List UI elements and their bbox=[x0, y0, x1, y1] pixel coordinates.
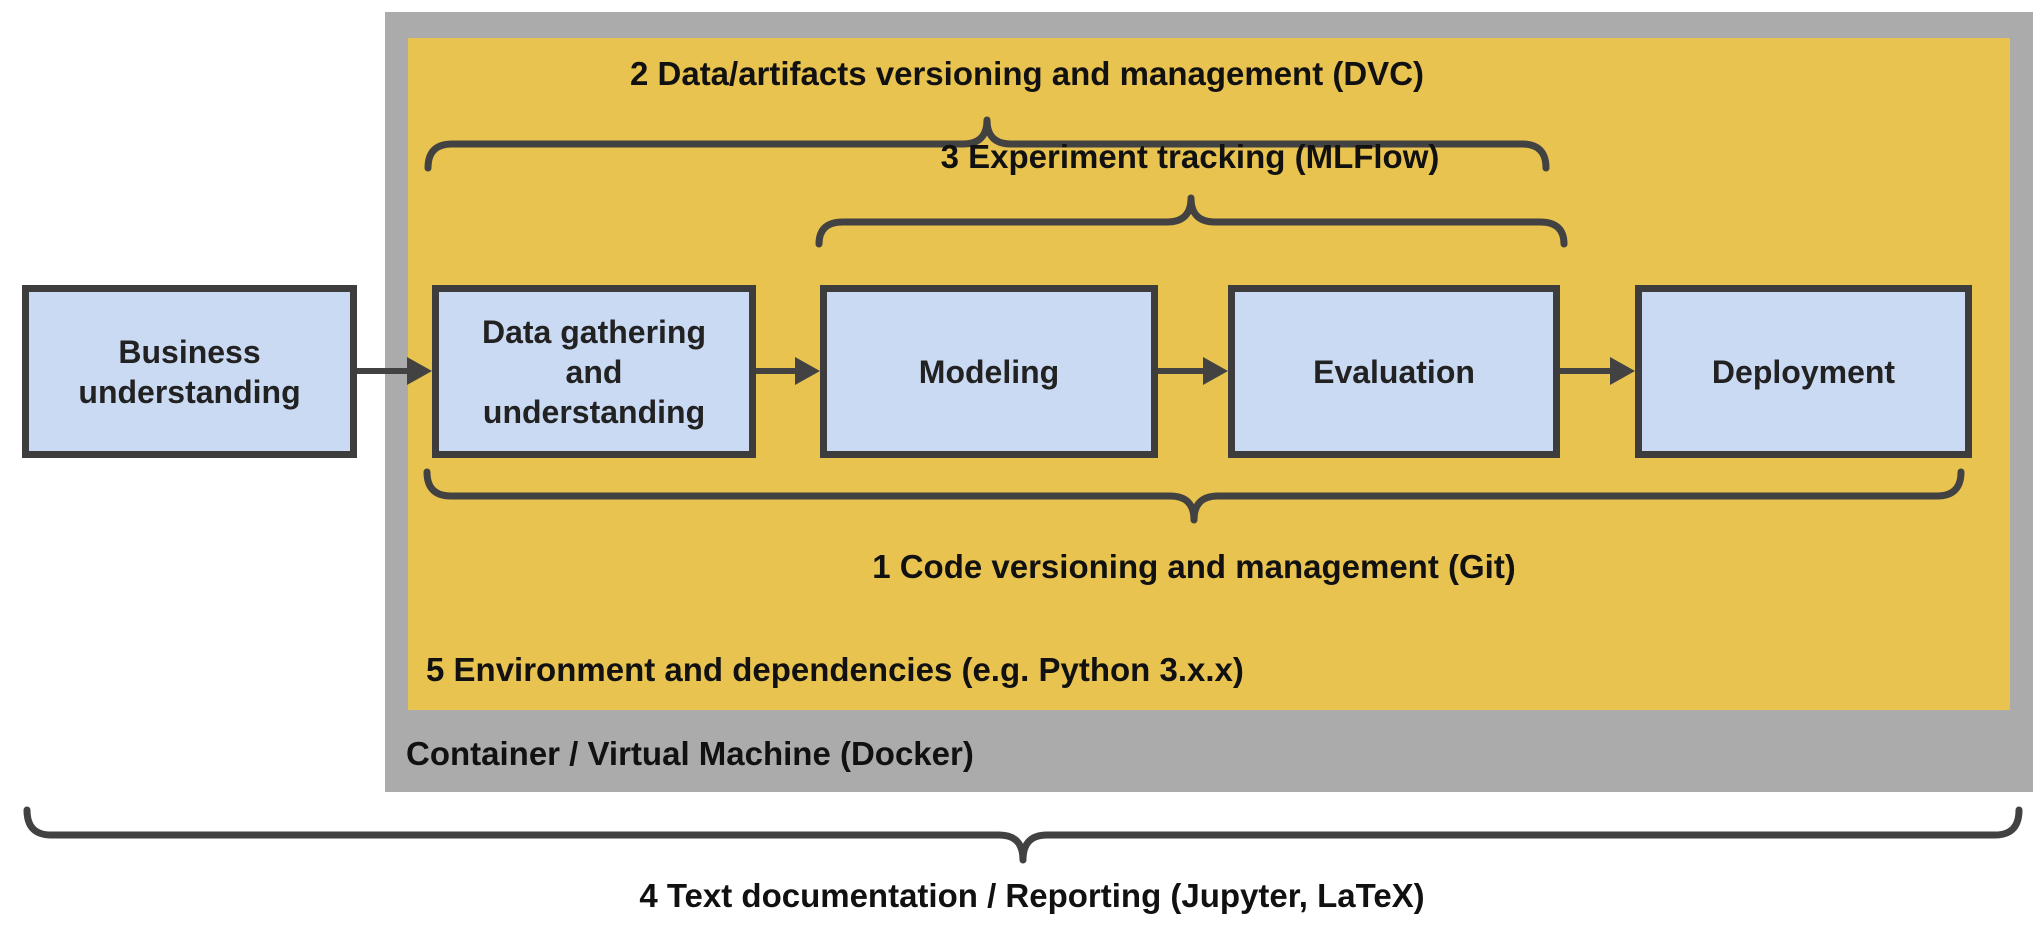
annotation-documentation: 4 Text documentation / Reporting (Jupyte… bbox=[639, 877, 1425, 914]
arrow-shaft bbox=[1560, 368, 1610, 374]
stage-box-modeling: Modeling bbox=[820, 285, 1158, 458]
annotation-experiment-tracking: 3 Experiment tracking (MLFlow) bbox=[940, 138, 1440, 175]
stage-label: Business understanding bbox=[78, 333, 301, 410]
flow-arrow-icon bbox=[1560, 357, 1635, 385]
flow-arrow-icon bbox=[756, 357, 820, 385]
annotation-code-versioning: 1 Code versioning and management (Git) bbox=[872, 548, 1516, 585]
annotation-environment: 5 Environment and dependencies (e.g. Pyt… bbox=[426, 651, 1244, 688]
arrow-shaft bbox=[756, 368, 795, 374]
arrow-head bbox=[1610, 357, 1635, 385]
arrow-head bbox=[1203, 357, 1228, 385]
arrow-shaft bbox=[357, 368, 407, 374]
flow-arrow-icon bbox=[1158, 357, 1228, 385]
brace-experiment-tracking bbox=[815, 194, 1568, 248]
stage-box-data-gathering: Data gathering and understanding bbox=[432, 285, 756, 458]
flow-arrow-icon bbox=[357, 357, 432, 385]
arrow-head bbox=[795, 357, 820, 385]
arrow-head bbox=[407, 357, 432, 385]
arrow-shaft bbox=[1158, 368, 1203, 374]
annotation-data-versioning: 2 Data/artifacts versioning and manageme… bbox=[629, 55, 1425, 92]
brace-data-versioning bbox=[424, 116, 1550, 172]
stage-box-evaluation: Evaluation bbox=[1228, 285, 1560, 458]
stage-box-deployment: Deployment bbox=[1635, 285, 1972, 458]
brace-code-versioning bbox=[423, 468, 1965, 524]
stage-box-business-understanding: Business understanding bbox=[22, 285, 357, 458]
brace-documentation bbox=[23, 806, 2023, 864]
stage-label: Data gathering and understanding bbox=[481, 313, 707, 430]
stage-label: Deployment bbox=[1711, 353, 1896, 390]
stage-label: Evaluation bbox=[1313, 353, 1475, 390]
annotation-container: Container / Virtual Machine (Docker) bbox=[406, 735, 974, 772]
stage-label: Modeling bbox=[918, 353, 1060, 390]
